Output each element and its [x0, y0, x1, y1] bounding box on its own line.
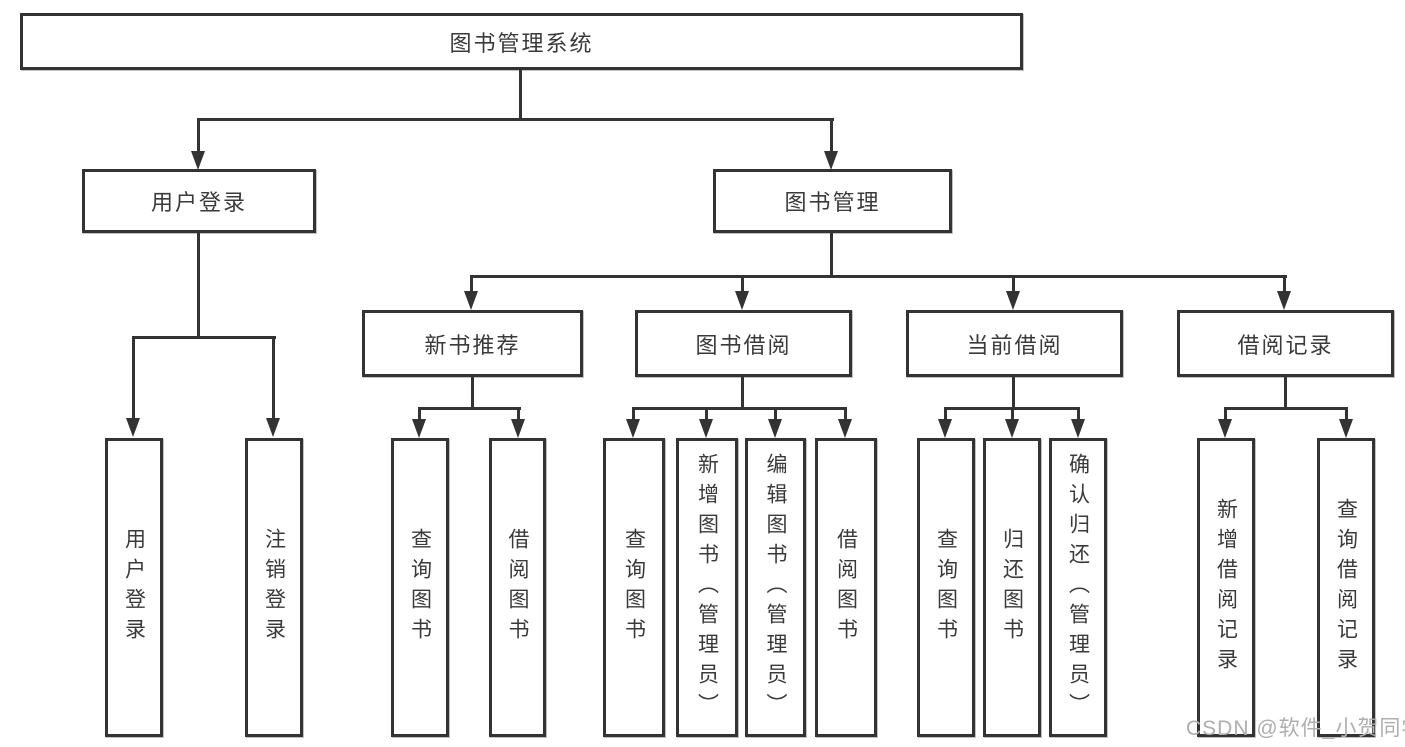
connector-book-borrowing-rail — [632, 407, 847, 410]
connector-book-mgmt-stem — [830, 233, 833, 278]
node-label: 新增借阅记录 — [1214, 497, 1238, 678]
node-label: 编辑图书（管理员） — [764, 452, 787, 723]
arrow-to-leaf-borrow-books-2 — [838, 419, 852, 438]
connector-leaf — [1077, 407, 1080, 421]
leaf-edit-book-admin: 编辑图书（管理员） — [745, 438, 806, 737]
connector-leaf — [705, 407, 708, 421]
connector-to-book-management — [830, 118, 833, 154]
leaf-logout: 注销登录 — [245, 438, 303, 737]
connector-current-borrowing-stem — [1012, 377, 1015, 410]
node-label: 查询图书 — [934, 527, 958, 648]
node-label: 查询借阅记录 — [1334, 497, 1358, 678]
connector-new-book-rail — [418, 407, 521, 410]
arrow-to-leaf-edit-book — [768, 419, 782, 438]
arrow-to-leaf-logout — [266, 418, 280, 437]
arrow-to-user-login — [191, 151, 205, 170]
node-book-management: 图书管理 — [713, 169, 952, 233]
leaf-confirm-return-admin: 确认归还（管理员） — [1049, 438, 1107, 737]
arrow-to-book-management — [824, 151, 838, 170]
arrow-to-current-borrowing — [1006, 291, 1020, 310]
leaf-return-books: 归还图书 — [983, 438, 1041, 737]
node-new-book-recommend: 新书推荐 — [362, 310, 583, 377]
node-label: 用户登录 — [122, 527, 146, 648]
connector-to-leaf-user-login — [132, 336, 135, 420]
arrow-to-leaf-query-borrow-record — [1339, 419, 1353, 438]
node-label: 查询图书 — [622, 527, 646, 648]
connector-leaf — [632, 407, 635, 421]
leaf-borrow-books-1: 借阅图书 — [489, 438, 546, 737]
arrow-to-leaf-add-borrow-record — [1218, 419, 1232, 438]
arrow-to-leaf-query-books-2 — [626, 419, 640, 438]
node-library-system: 图书管理系统 — [20, 13, 1023, 70]
connector-book-mgmt-rail — [470, 275, 1287, 278]
arrow-to-leaf-query-books-1 — [412, 419, 426, 438]
arrow-to-leaf-confirm-return — [1071, 419, 1085, 438]
connector-borrowing-records-stem — [1284, 377, 1287, 410]
leaf-user-login: 用户登录 — [105, 438, 163, 737]
node-label: 归还图书 — [1000, 527, 1024, 648]
leaf-query-borrow-record: 查询借阅记录 — [1317, 438, 1375, 737]
node-label: 借阅图书 — [834, 527, 858, 648]
node-label: 新增图书（管理员） — [695, 452, 719, 723]
arrow-to-leaf-return-books — [1005, 419, 1019, 438]
node-label: 借阅记录 — [1237, 332, 1334, 358]
connector-to-current-borrowing — [1012, 275, 1015, 293]
leaf-query-books-3: 查询图书 — [917, 438, 975, 737]
node-label: 图书管理 — [784, 190, 881, 215]
node-book-borrowing: 图书借阅 — [635, 310, 852, 377]
connector-leaf — [1224, 407, 1227, 421]
arrow-to-leaf-user-login — [126, 418, 140, 437]
connector-to-borrowing-records — [1283, 275, 1286, 293]
node-label: 确认归还（管理员） — [1066, 452, 1090, 723]
node-label: 借阅图书 — [506, 527, 529, 648]
node-label: 图书管理系统 — [449, 30, 594, 56]
connector-leaf — [944, 407, 947, 421]
node-label: 当前借阅 — [966, 332, 1063, 358]
connector-leaf — [1011, 407, 1014, 421]
node-current-borrowing: 当前借阅 — [906, 310, 1123, 377]
node-user-login: 用户登录 — [82, 169, 316, 233]
arrow-to-borrowing-records — [1277, 291, 1291, 310]
node-borrowing-records: 借阅记录 — [1177, 310, 1394, 377]
csdn-watermark: CSDN @软件_小贺同学 — [1186, 717, 1405, 740]
arrow-to-book-borrowing — [735, 291, 749, 310]
connector-new-book-stem — [471, 377, 474, 410]
leaf-query-books-2: 查询图书 — [603, 438, 665, 737]
connector-book-borrowing-stem — [741, 377, 744, 410]
leaf-add-borrow-record: 新增借阅记录 — [1197, 438, 1255, 737]
arrow-to-leaf-borrow-books-1 — [511, 419, 525, 438]
connector-root-rail — [197, 118, 834, 121]
node-label: 新书推荐 — [424, 332, 521, 358]
connector-to-leaf-logout — [272, 336, 275, 420]
connector-borrowing-records-rail — [1224, 407, 1348, 410]
connector-leaf — [844, 407, 847, 421]
node-label: 注销登录 — [262, 527, 286, 648]
connector-leaf — [418, 407, 421, 421]
connector-to-new-book — [470, 275, 473, 293]
arrow-to-leaf-add-book — [699, 419, 713, 438]
connector-user-login-stem — [197, 233, 200, 339]
node-label: 图书借阅 — [695, 332, 792, 358]
node-label: 查询图书 — [408, 527, 432, 648]
connector-to-user-login — [197, 118, 200, 154]
arrow-to-new-book — [464, 291, 478, 310]
leaf-add-book-admin: 新增图书（管理员） — [676, 438, 738, 737]
connector-to-book-borrowing — [741, 275, 744, 293]
leaf-query-books-1: 查询图书 — [391, 438, 449, 737]
connector-leaf — [517, 407, 520, 421]
leaf-borrow-books-2: 借阅图书 — [815, 438, 877, 737]
connector-leaf — [774, 407, 777, 421]
node-label: 用户登录 — [150, 190, 247, 215]
arrow-to-leaf-query-books-3 — [938, 419, 952, 438]
connector-user-login-rail — [132, 336, 276, 339]
connector-leaf — [1345, 407, 1348, 421]
connector-root-stem — [519, 70, 522, 121]
